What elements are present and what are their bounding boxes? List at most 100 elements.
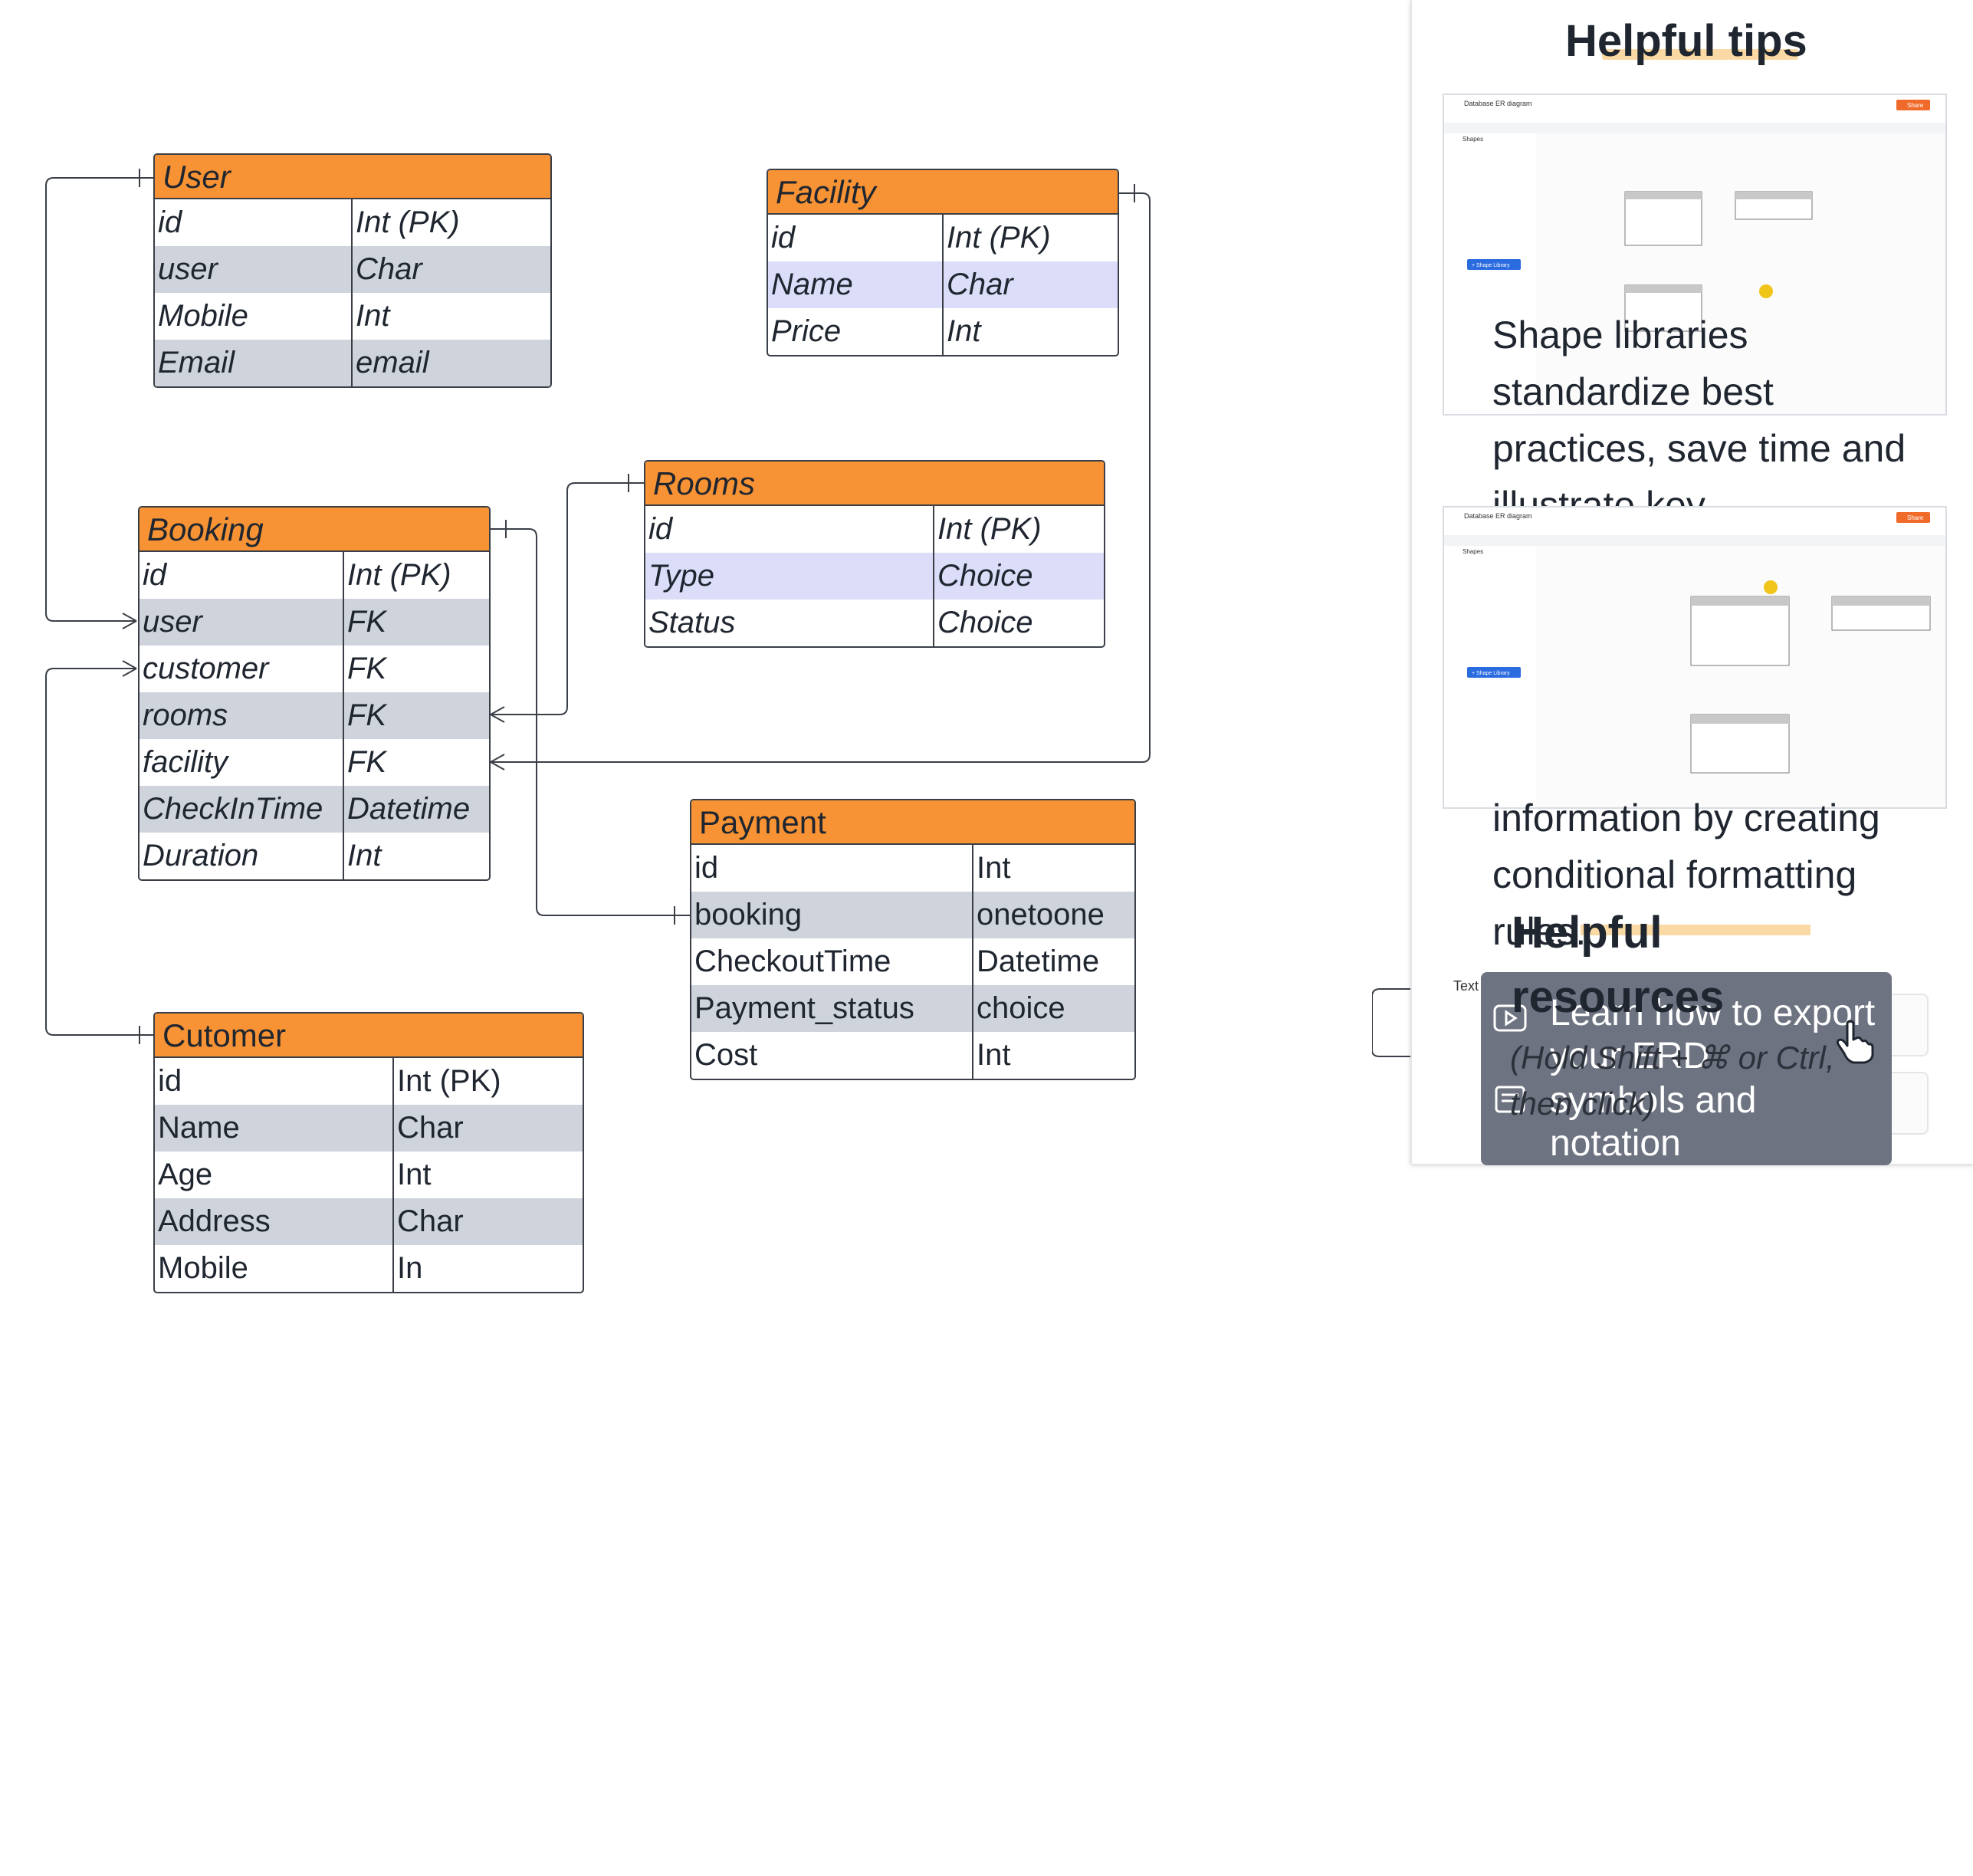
field-type: choice xyxy=(977,991,1065,1025)
entity-title[interactable]: Facility xyxy=(768,170,1118,215)
selection-hint: (Hold Shift + ⌘ or Ctrl, then click) xyxy=(1510,1035,1835,1127)
text-shape-label[interactable]: Text xyxy=(1453,978,1479,994)
field-name: rooms xyxy=(140,692,344,739)
tooltip-line-notation: symbols and notation xyxy=(1550,1080,1757,1164)
field-name: Status xyxy=(645,600,934,646)
hand-cursor-icon xyxy=(1836,1020,1874,1064)
field-type: Char xyxy=(356,252,422,286)
link-booking-payment xyxy=(491,528,690,916)
svg-text:Shapes: Shapes xyxy=(1463,136,1483,143)
link-customer-booking xyxy=(45,668,153,1036)
field-name: Mobile xyxy=(155,293,353,340)
field-type: Int xyxy=(977,1038,1011,1072)
field-type: Int xyxy=(347,839,382,872)
resources-title: Helpful resources xyxy=(1512,901,1833,1030)
svg-text:Shapes: Shapes xyxy=(1463,548,1483,555)
tooltip-line-export: Learn how to export your ERD xyxy=(1550,993,1876,1076)
resources-tooltip: Learn how to export your ERD symbols and… xyxy=(1481,972,1892,1165)
field-name: id xyxy=(691,845,973,892)
text-connector xyxy=(1372,988,1410,1057)
field-name: user xyxy=(155,246,353,293)
tips-title: Helpful tips xyxy=(1565,16,1807,66)
field-name: Duration xyxy=(140,833,344,879)
field-name: Type xyxy=(645,553,934,600)
field-type: onetoone xyxy=(977,898,1105,931)
field-type: Int (PK) xyxy=(347,558,451,592)
field-type: Int (PK) xyxy=(947,221,1051,255)
entity-title[interactable]: Rooms xyxy=(645,462,1104,506)
field-type: Int xyxy=(947,314,981,348)
field-name: id xyxy=(645,506,934,553)
svg-text:Share: Share xyxy=(1907,514,1924,521)
field-type: Datetime xyxy=(347,792,471,826)
field-type: Char xyxy=(397,1111,464,1145)
video-icon[interactable] xyxy=(1493,1003,1527,1033)
link-user-booking xyxy=(45,177,153,622)
field-name: Address xyxy=(155,1198,394,1245)
field-name: id xyxy=(155,199,353,246)
entity-title[interactable]: Payment xyxy=(691,800,1134,845)
field-type: Int (PK) xyxy=(356,205,460,239)
field-name: id xyxy=(768,215,944,261)
field-type: Choice xyxy=(937,559,1033,593)
field-name: id xyxy=(140,552,344,599)
entity-title[interactable]: Cutomer xyxy=(155,1014,583,1058)
field-name: CheckInTime xyxy=(140,786,344,833)
entity-title[interactable]: Booking xyxy=(140,508,489,552)
resources-title-text: Helpful resources xyxy=(1512,908,1725,1022)
relationship-lines xyxy=(45,169,1151,1044)
field-type: Int xyxy=(397,1158,432,1191)
link-booking-rooms xyxy=(491,482,644,715)
field-type: Char xyxy=(947,268,1013,301)
helpful-tips-panel[interactable]: Helpful tips Database ER diagram Share S… xyxy=(1410,0,1973,1165)
field-name: CheckoutTime xyxy=(691,938,973,985)
tip-text-top: Shape libraries standardize best practic… xyxy=(1492,314,1906,506)
svg-text:+ Shape Library: + Shape Library xyxy=(1472,263,1510,268)
link-booking-facility xyxy=(491,192,1151,763)
field-name: Mobile xyxy=(155,1245,394,1292)
entity-title[interactable]: User xyxy=(155,155,550,199)
field-type: FK xyxy=(347,605,387,639)
svg-text:+ Shape Library: + Shape Library xyxy=(1472,671,1510,676)
field-type: In xyxy=(397,1251,423,1285)
field-type: FK xyxy=(347,698,387,732)
document-icon[interactable] xyxy=(1493,1084,1527,1115)
field-name: id xyxy=(155,1058,394,1105)
field-type: Int xyxy=(977,851,1011,885)
tip-screenshot-2: Database ER diagram Share Shapes + Shape… xyxy=(1443,506,1947,809)
